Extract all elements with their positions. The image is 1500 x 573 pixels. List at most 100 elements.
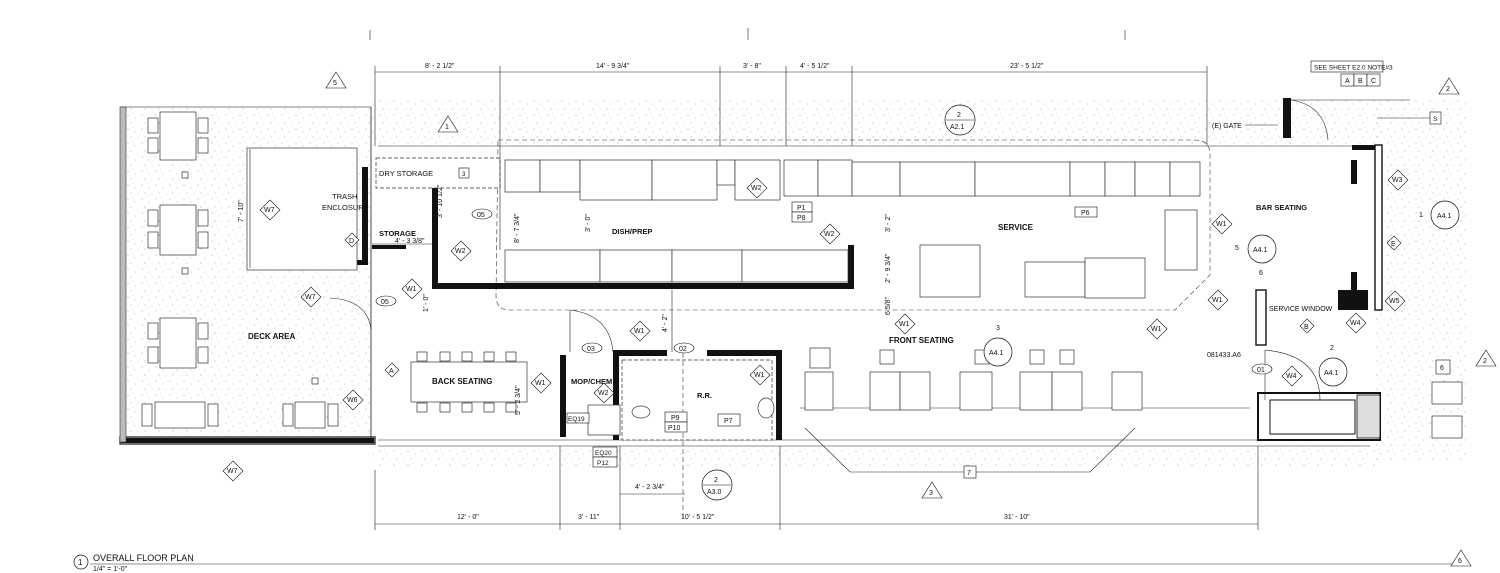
section-mark-a4-1-window: 2A4.1 [1318,345,1348,387]
svg-text:W2: W2 [751,185,762,192]
wall-tag-w1-service: W1 [1211,213,1233,235]
grid-mark-2-top: 2 [1438,77,1460,95]
svg-text:W4: W4 [1286,373,1297,380]
dim-bottom-1: 12' - 0" [457,514,479,521]
dim-v-10: 5' - 2 3/4" [515,385,522,415]
svg-text:EQ19: EQ19 [568,416,585,423]
back-seating-furniture [410,351,528,413]
wall-tag-w2-mop: W2 [593,382,615,404]
svg-text:B: B [1304,324,1309,331]
svg-text:W1: W1 [754,372,765,379]
room-trash-enclosure-1: TRASH [332,192,357,201]
dim-top-2: 14' - 9 3/4" [596,63,630,70]
svg-text:P12: P12 [597,460,609,467]
grid-mark-a: A [384,362,400,378]
svg-text:2: 2 [1330,345,1334,352]
wall-tag-w5: W5 [1384,290,1406,312]
svg-text:6: 6 [1259,270,1263,277]
note-abc-a: A [1345,78,1350,85]
note-see-sheet: SEE SHEET E2.0 NOTE#3 [1314,65,1393,72]
svg-text:W7: W7 [227,468,238,475]
door-tag-03: 03 [581,342,603,354]
dim-v-4: 3' - 0" [585,214,592,232]
door-tag-02: 02 [673,342,695,354]
svg-text:2: 2 [1446,86,1450,93]
svg-text:7: 7 [967,470,971,477]
svg-text:W1: W1 [406,286,417,293]
svg-text:A4.1: A4.1 [1253,247,1268,254]
svg-text:01: 01 [1257,367,1265,374]
section-mark-a3-0: 2A3.0 [701,469,733,501]
dim-bottom-2: 3' - 11" [578,514,600,521]
wall-tag-w1-service-2: W1 [1207,289,1229,311]
wall-tag-w2-storage: W2 [450,240,472,262]
svg-text:5: 5 [1235,245,1239,252]
drawing-scale: 1/4" = 1'-0" [93,566,128,573]
dim-top-5: 23' - 5 1/2" [1010,63,1044,70]
svg-text:3: 3 [462,172,466,178]
wall-tag-w1-rr-left: W1 [629,320,651,342]
svg-text:P9: P9 [671,415,680,422]
svg-text:P8: P8 [797,215,806,222]
wall-tag-w1-front: W1 [894,313,916,335]
dim-v-2: 3' - 10 1/2" [437,184,444,218]
equip-tag-p6: P6 [1074,206,1098,218]
svg-text:1: 1 [1419,212,1423,219]
svg-text:W7: W7 [264,207,275,214]
wall-tag-w1-storage: W1 [401,278,423,300]
wall-tag-w1-back: W1 [530,372,552,394]
wall-tag-w2-dish: W2 [819,223,841,245]
note-gate: (E) GATE [1212,123,1242,130]
svg-text:W3: W3 [1392,177,1403,184]
svg-text:A4.1: A4.1 [1324,370,1339,377]
svg-text:W4: W4 [1350,320,1361,327]
room-bar-seating: BAR SEATING [1256,203,1307,212]
grid-mark-5: 5 [325,71,347,89]
wall-tag-w6: W6 [342,389,364,411]
svg-text:P1: P1 [797,205,806,212]
room-dry-storage: DRY STORAGE [379,169,433,178]
svg-text:6: 6 [1458,558,1462,565]
note-abc-c: C [1371,78,1376,85]
svg-text:1: 1 [445,124,449,131]
equip-tag-eq19: EQ19 [566,412,590,424]
svg-text:W1: W1 [899,321,910,328]
svg-text:W1: W1 [1151,326,1162,333]
grid-mark-e: E [1386,235,1402,251]
grid-mark-6: 6 [1450,549,1472,567]
dim-v-7: 6 5/8" [885,296,892,315]
wall-tag-w3: W3 [1387,169,1409,191]
dim-v-1: 7' - 10" [238,200,245,222]
svg-text:3: 3 [996,325,1000,332]
svg-text:02: 02 [679,346,687,353]
svg-text:D: D [349,238,354,245]
svg-text:P7: P7 [724,418,733,425]
door-tag-05: 05 [471,208,493,220]
svg-text:W7: W7 [305,294,316,301]
room-mop-chem: MOP/CHEM [571,377,612,386]
dim-top-3: 3' - 8" [743,63,761,70]
room-service: SERVICE [998,223,1034,232]
dim-bottom-4: 31' - 10" [1004,514,1030,521]
wall-tag-w7-bottom: W7 [222,460,244,482]
svg-text:E: E [1391,241,1396,248]
deck-north-wall [119,106,127,443]
svg-text:W2: W2 [824,231,835,238]
note-s: S [1433,116,1438,123]
bar-north-wall [1351,160,1357,184]
dim-v-3: 8' - 7 3/4" [514,213,521,243]
restroom-east-wall [776,350,782,440]
svg-text:P10: P10 [668,425,681,432]
grid-mark-b: B [1299,318,1315,334]
wall-tag-w1-front-2: W1 [1146,318,1168,340]
svg-text:W1: W1 [1216,221,1227,228]
equip-tag-p9-p10: P9 P10 [664,411,688,433]
equip-tag-p7: P7 [717,413,741,427]
svg-text:W1: W1 [634,328,645,335]
svg-text:W1: W1 [1212,297,1223,304]
section-mark-a4-1-front: 3A4.1 [983,325,1013,367]
wall-tag-w7-deck: W7 [259,199,281,221]
svg-text:W6: W6 [347,397,358,404]
section-mark-a2-1: 2A2.1 [944,104,976,136]
